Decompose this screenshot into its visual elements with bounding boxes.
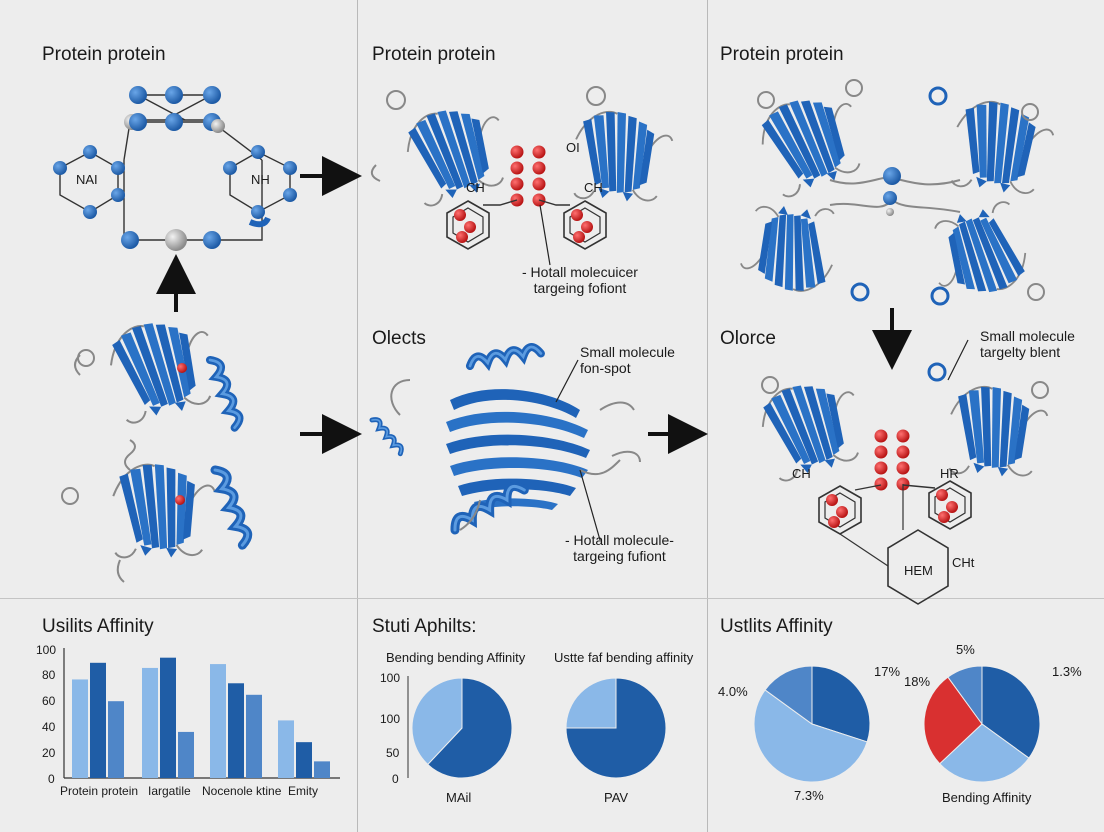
bar-2-0 [210, 664, 226, 778]
pie4-slice-2 [923, 676, 983, 765]
pie1-slice-0 [427, 677, 513, 779]
bar-ytick-80: 80 [42, 668, 56, 682]
pie1-ytick-a: 100 [380, 671, 401, 685]
pie4-slice-0 [981, 665, 1041, 759]
bar-3-1 [296, 742, 312, 778]
pie2-slice-1 [565, 677, 617, 729]
pie4-label-1: 1.3% [1052, 664, 1082, 679]
pie1-label: MAil [446, 790, 472, 805]
bar-1-0 [142, 667, 158, 778]
panel-title-top-mid: Protein protein [372, 44, 496, 65]
protein-complex-mid-right [755, 339, 1052, 605]
atom-label-ch-mid-right: CH [792, 466, 811, 481]
protein-mid [372, 346, 641, 541]
pie3-label-1: 4.0% [718, 684, 748, 699]
bar-ytick-60: 60 [42, 694, 56, 708]
pie4-label-2: 18% [904, 674, 931, 689]
pie3-slice-1 [753, 689, 868, 783]
bar-ytick-40: 40 [42, 720, 56, 734]
callout-mid-right: Small molecule targelty blent [980, 328, 1075, 360]
panel-title-mid-right: Olorce [720, 328, 776, 349]
panel-title-top-left: Protein protein [42, 44, 166, 65]
atom-label-cht: CHt [952, 555, 975, 570]
atom-label-hem: HEM [904, 563, 933, 578]
protein-complex-top-mid [370, 86, 677, 266]
bar-0-2 [108, 701, 124, 778]
panel-title-mid-mid: Olects [372, 328, 426, 349]
pie3-slice-2 [764, 665, 813, 725]
pie1-ytick-d: 0 [392, 772, 399, 786]
bar-3-2 [314, 761, 330, 778]
pie3-label-0: 17% [874, 664, 901, 679]
pie4-title: Bending Affinity [942, 790, 1032, 805]
atom-label-oi: OI [566, 140, 580, 155]
bar-3-0 [278, 720, 294, 778]
pie1-title: Bending bending Affinity [386, 650, 526, 665]
panel-title-bottom-mid: Stuti Aphilts: [372, 616, 477, 637]
panel-title-bottom-right: Ustlits Affinity [720, 616, 833, 637]
bar-1-1 [160, 657, 176, 778]
bar-category-2: Nocenole ktine [202, 784, 282, 798]
callout-mid-mid-top: Small molecule fon-spot [580, 344, 675, 376]
bar-ytick-0: 0 [48, 772, 55, 786]
protein-complex-left [61, 314, 251, 583]
bar-ytick-100: 100 [36, 643, 57, 657]
pie1-slice-1 [411, 677, 463, 766]
callout-top-mid: - Hotall molecuicer targeing fofiont [522, 264, 638, 296]
hem-ring [887, 529, 949, 605]
panel-title-bottom-left: Usilits Affinity [42, 616, 154, 637]
callout-mid-mid-bottom: - Hotall molecule- targeing fufiont [565, 532, 674, 564]
row-divider [0, 598, 1104, 599]
pie4-slice-3 [947, 665, 983, 726]
bar-2-2 [246, 694, 262, 778]
pie1-ytick-c: 50 [386, 746, 400, 760]
bar-2-1 [228, 683, 244, 778]
protein-complex-top-right [736, 79, 1059, 306]
bar-ytick-20: 20 [42, 746, 56, 760]
atom-label-hr: HR [940, 466, 959, 481]
bar-category-0: Protein protein [60, 784, 139, 798]
pie4-label-0: 5% [956, 642, 975, 657]
pie3-slice-0 [811, 665, 871, 743]
pie2-title: Ustte faf bending affinity [554, 650, 694, 665]
pie3-label-2: 7.3% [794, 788, 824, 803]
atom-label-nh: NH [251, 172, 270, 187]
bar-0-1 [90, 662, 106, 778]
bar-0-0 [72, 679, 88, 778]
pie1-ytick-b: 100 [380, 712, 401, 726]
bar-category-1: Iargatile [148, 784, 191, 798]
pie2-label: PAV [604, 790, 629, 805]
bar-category-3: Emity [288, 784, 318, 798]
panel-title-top-right: Protein protein [720, 44, 844, 65]
atom-label-ch-left: CH [466, 180, 485, 195]
atom-label-ch-right: CH [584, 180, 603, 195]
pie4-slice-1 [939, 723, 1030, 783]
bar-1-2 [178, 731, 194, 778]
pie2-slice-0 [565, 677, 667, 779]
atom-label-nai: NAI [76, 172, 98, 187]
molecular-graph [53, 86, 297, 251]
